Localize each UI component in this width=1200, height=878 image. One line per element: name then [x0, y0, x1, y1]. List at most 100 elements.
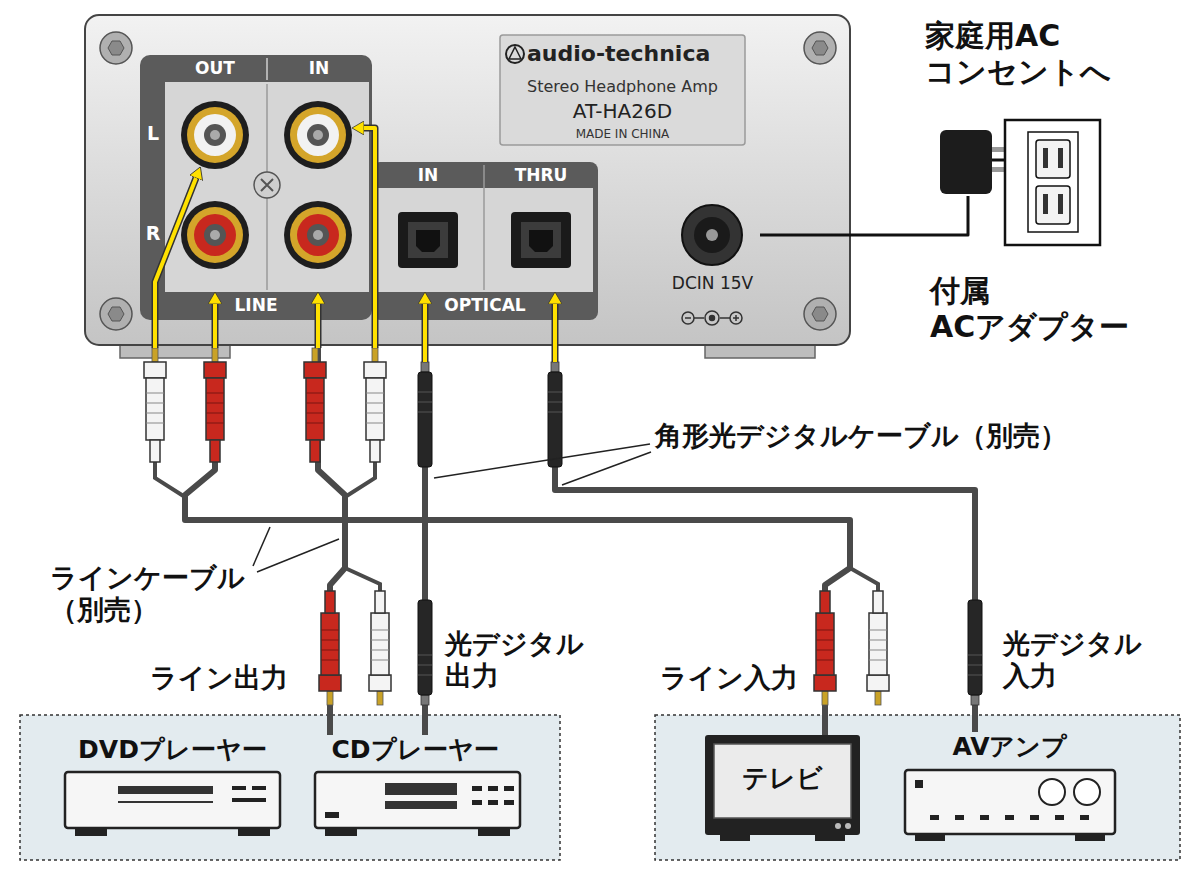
- av-amp-body: [955, 815, 964, 820]
- line-jack-frame: [140, 55, 372, 320]
- rca-plug: [369, 591, 391, 705]
- rca-jack-red: [290, 207, 346, 263]
- rca-jack-white: [284, 101, 352, 169]
- device-group-box: [20, 715, 1180, 860]
- connector-label: 光デジタル 出力: [445, 628, 615, 693]
- amp-panel: [85, 15, 850, 345]
- dc-in-jack: DCIN 15V: [665, 195, 760, 310]
- polarity-symbol: [730, 312, 742, 324]
- optical-port: [511, 212, 571, 268]
- rca-plug: [144, 348, 166, 462]
- rca-plug: [204, 348, 226, 462]
- cd-player-body: [325, 828, 357, 836]
- cd-player-body: [504, 786, 514, 791]
- polarity-symbol: [710, 316, 715, 321]
- optical-plug: [418, 362, 982, 705]
- wall-outlet: [1043, 194, 1048, 214]
- panel-screw: [804, 298, 836, 330]
- av-amp-body: [1030, 815, 1039, 820]
- node-text: THRU: [484, 165, 598, 185]
- tv-body: [845, 823, 851, 829]
- av-amp-body: [1080, 815, 1089, 820]
- rca-jack-red: [284, 201, 352, 269]
- optical-plug: [418, 362, 432, 467]
- rca-jack-red: [181, 201, 249, 269]
- cd-player-body: [472, 786, 482, 791]
- nameplate: [506, 45, 524, 63]
- optical-plug: [418, 600, 432, 705]
- polarity-symbol: [720, 317, 730, 319]
- tv-body: [714, 744, 851, 818]
- leader-line: [434, 444, 650, 478]
- optical-port: [521, 222, 561, 258]
- device-group-box: [655, 715, 1180, 860]
- rca-plug: [364, 348, 386, 462]
- av-amp-body: [1074, 779, 1100, 805]
- polarity-symbol: [705, 311, 719, 325]
- wall-outlet: [1058, 148, 1063, 168]
- dc-jack: [706, 229, 718, 241]
- dvd-player-body: [65, 772, 280, 836]
- ground-screw: [261, 179, 273, 191]
- wall-outlet: [1036, 140, 1070, 178]
- node-text: DVDプレーヤー: [60, 735, 285, 765]
- cd-player-body: [385, 801, 457, 809]
- rca-jack-white: [313, 130, 323, 140]
- split-wire: [155, 462, 878, 591]
- rca-plug: [867, 591, 889, 705]
- panel-screw: [100, 298, 132, 330]
- cable-label: ラインケーブル （別売）: [50, 562, 265, 627]
- insert-arrow: [155, 178, 196, 348]
- leader-line: [257, 539, 339, 572]
- optical-plug: [968, 600, 982, 705]
- panel-screw: [804, 32, 836, 64]
- wall-outlet: [1058, 194, 1063, 214]
- cd-player-body: [478, 828, 510, 836]
- rca-jack-red: [297, 214, 339, 256]
- optical-jack-frame: [483, 165, 485, 290]
- line-jack-group: LINEOUTIN: [140, 55, 372, 320]
- panel-screw: [108, 41, 124, 55]
- node-text: AVアンプ: [905, 732, 1115, 762]
- wall-outlet: [1036, 186, 1070, 224]
- dvd-player-body: [75, 828, 107, 836]
- rca-plug: [144, 348, 889, 705]
- optical-jack-frame: [372, 162, 598, 320]
- dvd-player-body: [232, 798, 266, 802]
- rca-jack-red: [313, 230, 323, 240]
- panel-screw: [100, 32, 836, 330]
- line-out-column: OUT: [165, 55, 265, 292]
- panel-screw: [108, 307, 124, 321]
- optical-cable: [555, 304, 975, 732]
- dvd-player: DVDプレーヤー: [60, 735, 285, 845]
- nameplate: [509, 47, 521, 59]
- wall-outlet: 家庭用AC コンセントへ: [1005, 120, 1100, 245]
- panel-screw: [812, 307, 828, 321]
- optical-thru-cell: THRU: [484, 162, 598, 292]
- ac-adapter: 付属 ACアダプター: [940, 128, 992, 196]
- insert-arrow: [364, 128, 375, 348]
- cd-player-body: [385, 783, 457, 795]
- rca-jack-white: [297, 114, 339, 156]
- av-amp-body: [980, 815, 989, 820]
- leader-line: [562, 452, 651, 485]
- cable-label: 角形光デジタルケーブル（別売）: [655, 420, 1095, 452]
- av-amp-body: [905, 770, 1115, 841]
- av-amp-body: [915, 780, 923, 788]
- optical-port: [398, 212, 458, 268]
- av-amp-body: [1075, 834, 1105, 841]
- connector-label: ライン入力: [660, 662, 810, 694]
- polarity-symbol: [682, 312, 694, 324]
- node-text: AT-HA26D: [500, 99, 745, 123]
- node-text: 付属 ACアダプター: [930, 273, 1135, 345]
- rca-jack-white: [204, 124, 226, 146]
- panel-screw: [100, 32, 132, 64]
- node-text: Stereo Headphone Amp: [500, 77, 745, 96]
- av-amp-body: [1039, 779, 1065, 805]
- ground-screw: [254, 172, 280, 198]
- ac-adapter: [992, 147, 1005, 152]
- optical-port: [398, 212, 458, 268]
- leader-line: [253, 527, 270, 566]
- av-amp-body: [915, 834, 945, 841]
